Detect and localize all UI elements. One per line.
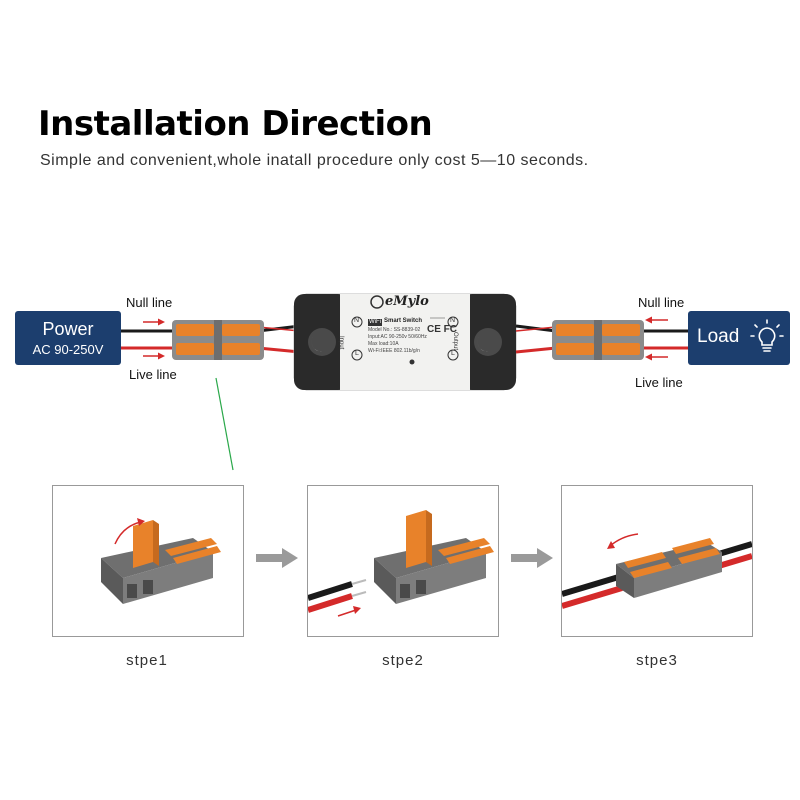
step3-arrowhead <box>607 541 615 549</box>
step2-wires <box>308 579 367 613</box>
step3-label: stpe3 <box>636 652 678 669</box>
device-l-right: L <box>451 350 455 357</box>
device-input-label: Input <box>338 336 344 350</box>
right-lever-connector <box>552 320 644 360</box>
left-lever-connector <box>172 320 264 360</box>
right-wires <box>515 324 688 354</box>
step3-connector <box>616 538 722 598</box>
step2-label: stpe2 <box>382 652 424 669</box>
device-spec-wifi: Wi-Fi:IEEE 802.11b/g/n <box>368 348 420 354</box>
device-wifi-badge: WiFi <box>369 319 381 325</box>
right-live-line-label: Live line <box>635 375 683 390</box>
step1-connector <box>101 520 221 604</box>
next-arrow-1 <box>256 548 298 568</box>
lightbulb-icon <box>750 319 784 352</box>
step1-arrowhead <box>137 518 145 526</box>
step2-arrowhead <box>353 606 361 614</box>
left-wires <box>121 324 301 354</box>
right-null-line-label: Null line <box>638 295 685 310</box>
device-spec-title: Smart Switch <box>384 318 423 324</box>
left-null-line-label: Null line <box>126 295 173 310</box>
smart-switch-device <box>293 293 517 391</box>
step3-press-arrow <box>609 533 639 547</box>
step2-image <box>307 485 499 637</box>
page-subtitle: Simple and convenient,whole inatall proc… <box>40 152 589 169</box>
device-n-right: N <box>450 317 456 324</box>
device-cert: CE FC <box>427 324 457 335</box>
device-spec-model: Model No.: SS-8839-02 <box>368 327 421 333</box>
page-title: Installation Direction <box>38 104 433 144</box>
step1-lift-arrow <box>114 521 142 545</box>
left-arrows <box>143 318 165 360</box>
guide-line <box>215 377 234 471</box>
step2-push-arrow <box>337 609 357 617</box>
power-voltage: AC 90-250V <box>32 342 104 357</box>
next-arrow-2 <box>511 548 553 568</box>
device-l-left: L <box>355 350 359 357</box>
wiring-diagram <box>121 293 688 471</box>
device-n-left: N <box>354 317 360 324</box>
device-output-label: Output <box>452 332 458 351</box>
step1-label: stpe1 <box>126 652 168 669</box>
step1-image <box>52 485 244 637</box>
step3-image <box>561 485 753 637</box>
power-box: Power AC 90-250V <box>15 311 121 365</box>
load-title: Load <box>697 326 740 347</box>
power-title: Power <box>42 319 94 339</box>
device-brand: eMylo <box>385 294 429 309</box>
device-spec-load: Max load:10A <box>368 341 399 347</box>
step2-connector <box>374 510 494 604</box>
right-arrows <box>645 316 668 361</box>
left-live-line-label: Live line <box>129 367 177 382</box>
device-spec-input: Input:AC 90-250v 50/60Hz <box>368 334 427 340</box>
load-box: Load <box>688 311 790 365</box>
